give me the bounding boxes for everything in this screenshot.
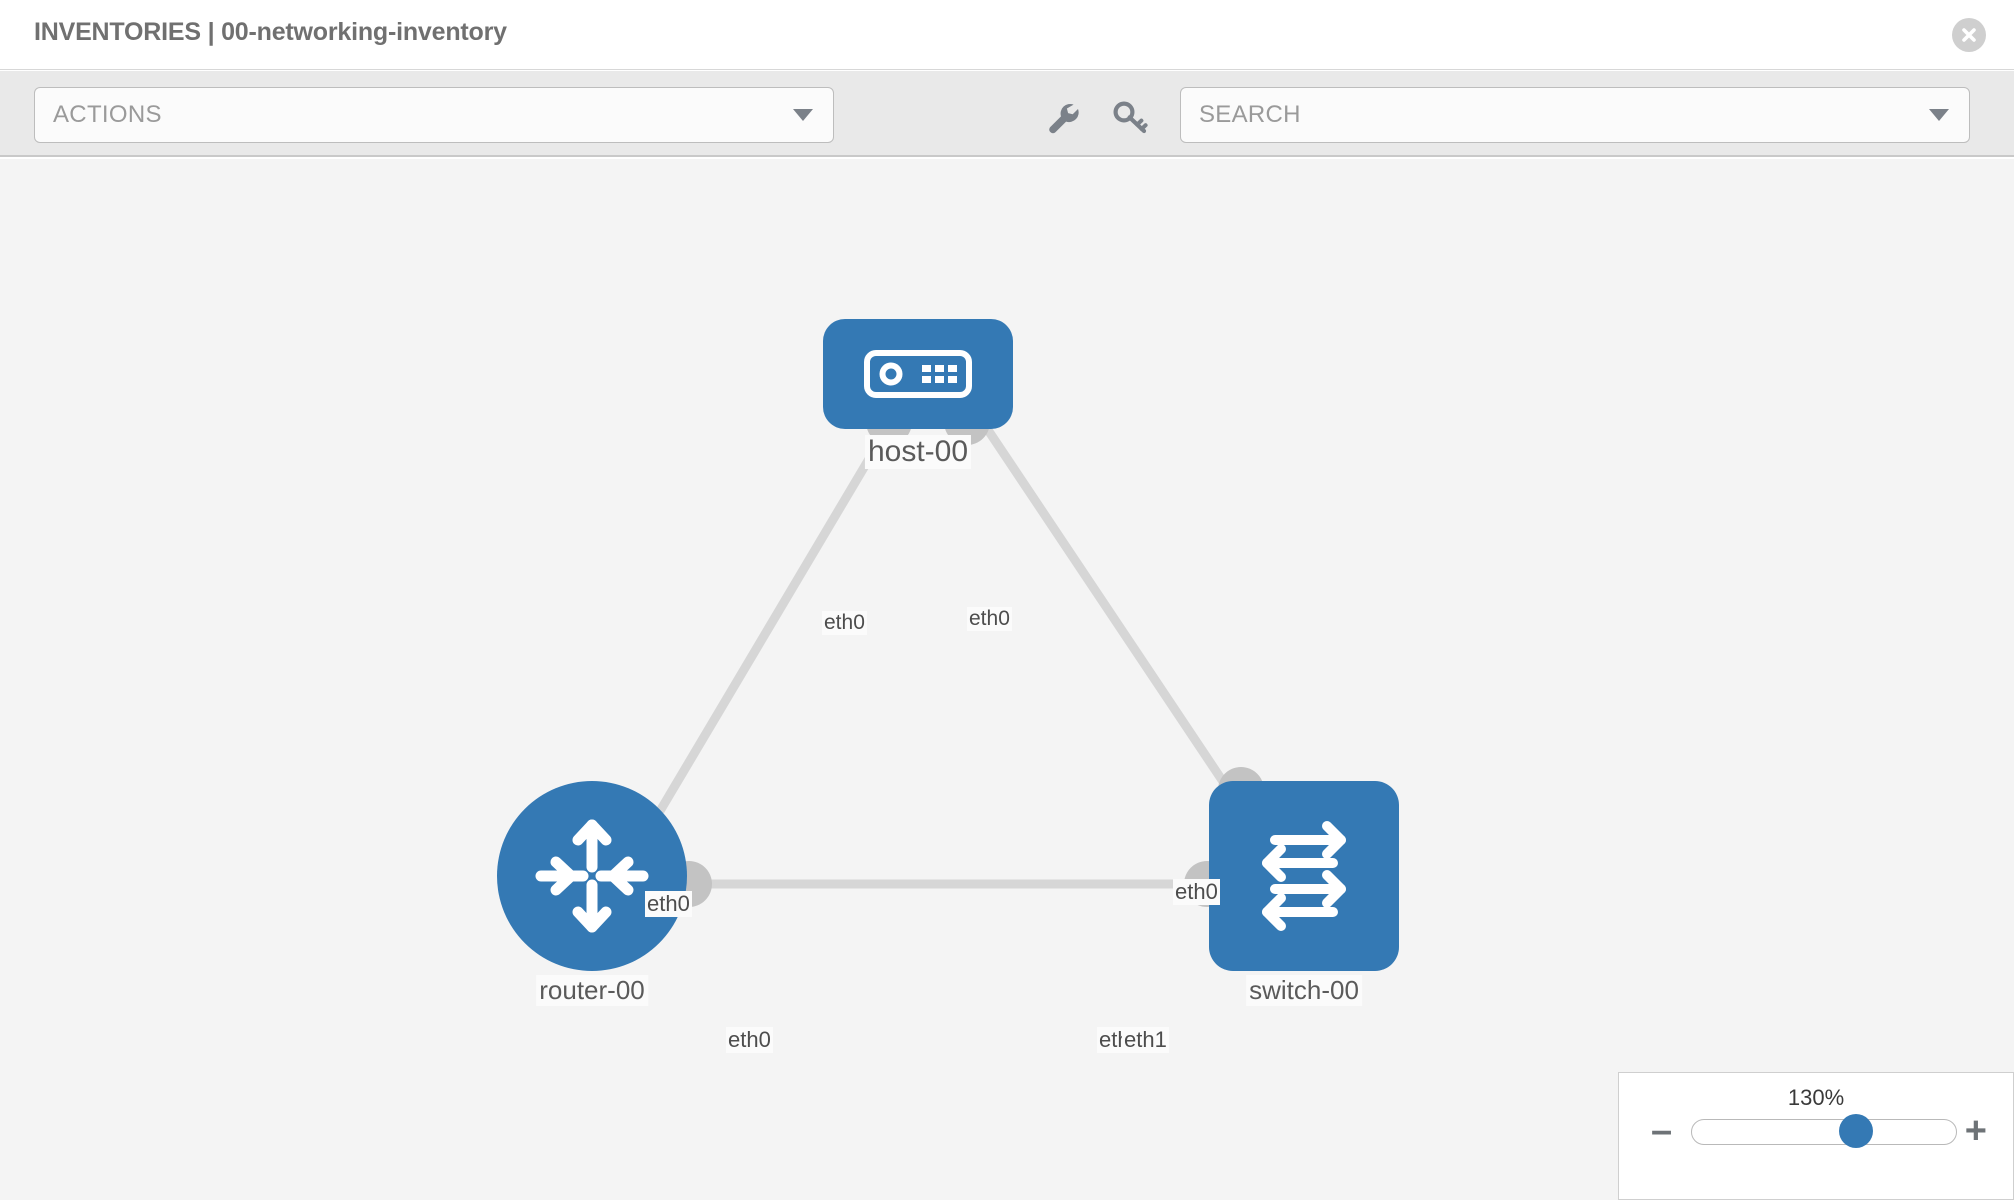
- router-arrows-icon: [535, 819, 649, 933]
- edge-label-router-uplink: eth0: [645, 891, 692, 917]
- wrench-glyph: [1049, 103, 1079, 134]
- zoom-slider[interactable]: [1691, 1114, 1957, 1148]
- close-icon[interactable]: [1952, 18, 1986, 52]
- zoom-control-panel: 130% – +: [1618, 1072, 2014, 1200]
- router-node-shape[interactable]: [497, 781, 687, 971]
- edge-label-router-trunk: eth0: [726, 1027, 773, 1053]
- switch-arrows-icon: [1262, 821, 1346, 931]
- zoom-out-button[interactable]: –: [1651, 1110, 1673, 1152]
- zoom-percent-label: 130%: [1787, 1085, 1845, 1110]
- node-label-host: host-00: [864, 435, 972, 469]
- wrench-icon[interactable]: [1042, 97, 1084, 139]
- search-input[interactable]: SEARCH: [1180, 87, 1970, 143]
- chevron-down-icon: [793, 109, 813, 121]
- window-titlebar: INVENTORIES | 00-networking-inventory: [0, 0, 2014, 70]
- key-glyph: [1113, 101, 1148, 134]
- edge-label-switch-uplink: eth0: [1173, 879, 1220, 905]
- server-icon: [864, 350, 972, 398]
- topology-canvas[interactable]: host-00 router-00: [0, 159, 2014, 1200]
- toolbar: ACTIONS SEARCH: [0, 71, 2014, 157]
- link-router-host[interactable]: [656, 424, 892, 814]
- link-switch-host[interactable]: [982, 424, 1244, 810]
- actions-dropdown[interactable]: ACTIONS: [34, 87, 834, 143]
- close-x-glyph: [1962, 28, 1976, 42]
- edge-label-host-right: eth0: [967, 607, 1012, 631]
- zoom-in-button[interactable]: +: [1964, 1110, 1987, 1152]
- actions-dropdown-label: ACTIONS: [53, 101, 162, 128]
- search-placeholder: SEARCH: [1199, 101, 1301, 128]
- edge-label-switch-trunk: eth1: [1122, 1027, 1169, 1053]
- zoom-slider-thumb[interactable]: [1838, 1114, 1873, 1148]
- page-title: INVENTORIES | 00-networking-inventory: [34, 18, 507, 46]
- host-node-shape[interactable]: [823, 319, 1013, 429]
- key-icon[interactable]: [1110, 97, 1152, 139]
- edge-label-host-left: eth0: [822, 611, 867, 635]
- switch-node-shape[interactable]: [1209, 781, 1399, 971]
- topology-links: [656, 410, 1244, 889]
- node-label-router: router-00: [536, 975, 648, 1006]
- chevron-down-icon: [1929, 109, 1949, 121]
- node-label-switch: switch-00: [1246, 975, 1362, 1006]
